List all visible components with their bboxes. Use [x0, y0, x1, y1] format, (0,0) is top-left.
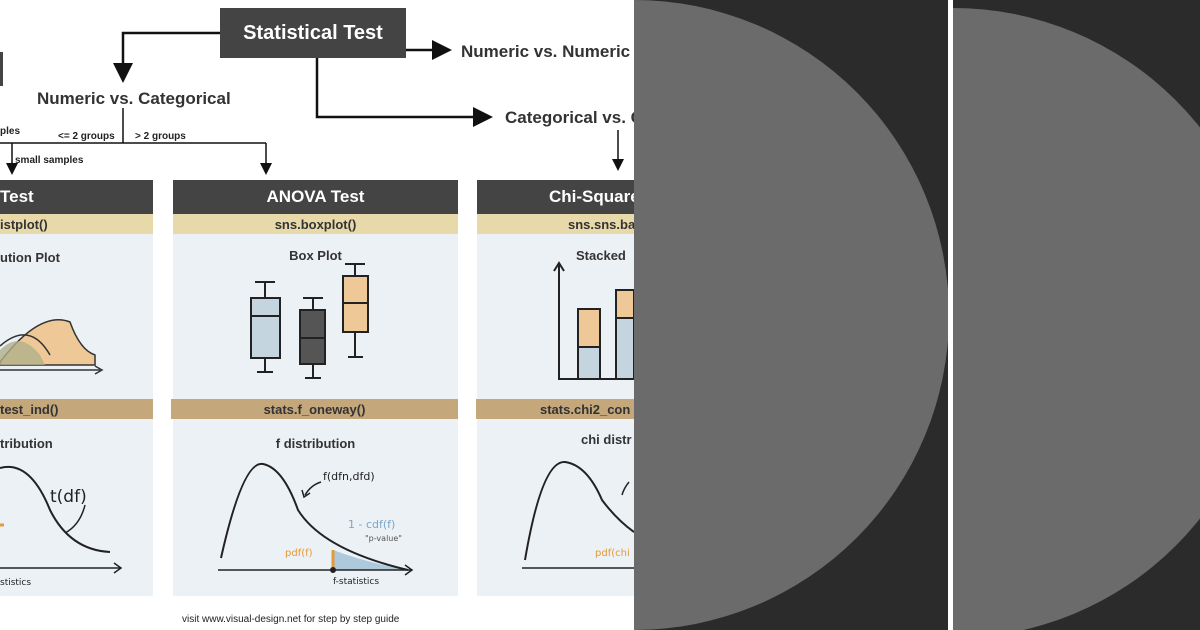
branch-numeric-numeric: Numeric vs. Numeric -	[461, 42, 641, 61]
arrow-to-categorical	[315, 58, 493, 127]
stacked-bar-sketch	[553, 261, 634, 380]
t-distribution-sketch: t(df) stistics	[0, 465, 123, 588]
stat-function: stats.f_oneway()	[171, 399, 458, 419]
edge-label-le2-groups: <= 2 groups	[58, 131, 115, 142]
card-title: ANOVA Test	[173, 180, 458, 214]
pdf-f-label: pdf(f)	[285, 548, 313, 559]
box-plot-sketch	[250, 263, 369, 379]
f-distribution-sketch: f(dfn,dfd) 1 - cdf(f) "p-value" pdf(f) f…	[218, 462, 414, 587]
card-title: Chi-Square	[477, 180, 634, 214]
stat-function: stats.chi2_con	[476, 399, 634, 419]
card-anova-test: ANOVA Test sns.boxplot() Box Plot stats.…	[171, 180, 458, 596]
viz-title: ution Plot	[0, 250, 60, 265]
root-node: Statistical Test	[220, 8, 406, 58]
viz-title: Box Plot	[289, 248, 342, 263]
dist-title: tribution	[0, 436, 53, 451]
f-stat-label: f-statistics	[333, 577, 379, 587]
pdf-chi-label: pdf(chi	[595, 548, 630, 559]
viz-title: Stacked	[576, 248, 626, 263]
half-circle-shape	[953, 8, 1200, 630]
edge-label-small-samples: small samples	[15, 155, 84, 166]
viz-function: sns.sns.ba	[477, 214, 634, 234]
viz-function: sns.boxplot()	[173, 214, 458, 234]
cut-off-box	[0, 52, 3, 86]
card-chi-square-test: Chi-Square sns.sns.ba Stacked stats.chi2…	[476, 180, 634, 596]
f-dfn-label: f(dfn,dfd)	[323, 470, 375, 483]
dist-title: chi distr	[581, 432, 632, 447]
dark-panel-1	[634, 0, 948, 630]
distribution-plot-sketch	[0, 319, 104, 375]
branch-numeric-categorical: Numeric vs. Categorical	[37, 89, 231, 108]
half-circle-shape	[634, 0, 948, 630]
cdf-label: 1 - cdf(f)	[348, 518, 395, 531]
connector-lines	[0, 31, 624, 175]
branch-categorical: Categorical vs. C	[505, 108, 643, 127]
dark-panel-2	[953, 0, 1200, 630]
edge-label-samples: ples	[0, 126, 21, 137]
viz-function: istplot()	[0, 214, 153, 234]
stat-function: test_ind()	[0, 399, 153, 419]
arrow-to-numeric-categorical	[113, 31, 220, 83]
card-title: Test	[0, 180, 153, 214]
t-df-label: t(df)	[50, 487, 87, 507]
dist-title: f distribution	[275, 436, 356, 451]
chi-distribution-sketch: pdf(chi	[522, 460, 634, 569]
p-value-label: "p-value"	[365, 534, 402, 543]
t-stat-label: stistics	[0, 578, 31, 588]
edge-label-gt2-groups: > 2 groups	[135, 131, 186, 142]
card-t-test: Test istplot() ution Plot test_ind() tri…	[0, 180, 153, 596]
footer-text: visit www.visual-design.net for step by …	[182, 614, 400, 625]
